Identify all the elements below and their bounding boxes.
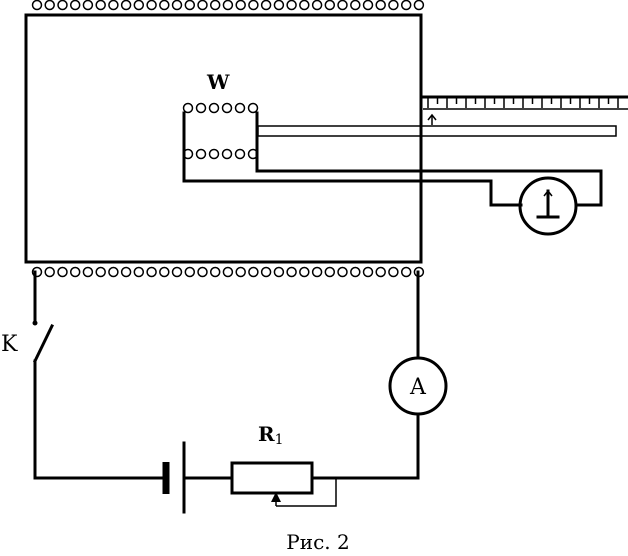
- winding-turn: [375, 0, 386, 11]
- winding-turn: [108, 0, 119, 11]
- winding-turn: [273, 0, 285, 11]
- wire-rheostat-ammeter: [310, 412, 420, 480]
- winding-turn: [209, 266, 221, 278]
- coil-turn: [234, 148, 246, 160]
- winding-turn: [209, 0, 221, 11]
- winding-turn: [311, 266, 323, 278]
- winding-turn: [222, 0, 234, 11]
- winding-turn: [171, 266, 183, 278]
- solenoid-frame: [24, 13, 423, 264]
- winding-turn: [248, 0, 259, 11]
- coil-label: W: [206, 70, 230, 94]
- winding-turn: [146, 0, 157, 11]
- winding-turn: [69, 0, 81, 11]
- winding-turn: [260, 266, 272, 278]
- winding-turn: [388, 0, 399, 11]
- winding-turn: [350, 266, 361, 278]
- winding-turn: [57, 0, 68, 11]
- winding-turn: [413, 0, 425, 11]
- winding-turn: [133, 0, 145, 11]
- winding-turn: [362, 266, 374, 278]
- coil-turn: [208, 148, 220, 160]
- winding-turn: [44, 0, 55, 11]
- winding-turn: [133, 266, 145, 278]
- figure-caption: Рис. 2: [286, 530, 349, 554]
- winding-turn: [197, 266, 208, 278]
- rheostat-icon: R1: [230, 422, 337, 507]
- winding-turn: [235, 0, 246, 11]
- winding-turn: [324, 266, 336, 278]
- coil-w: W: [182, 70, 259, 160]
- coil-turn: [221, 148, 233, 160]
- coil-turn: [208, 102, 220, 114]
- pointer-rod: [257, 125, 617, 137]
- winding-turn: [120, 0, 132, 11]
- winding-turn: [324, 0, 336, 11]
- winding-turn: [350, 0, 361, 11]
- coil-turn: [195, 148, 207, 160]
- ammeter-label: A: [409, 375, 427, 400]
- winding-turn: [184, 0, 196, 11]
- winding-turn: [286, 266, 297, 278]
- coil-turn: [182, 102, 194, 114]
- battery-icon: [162, 441, 186, 514]
- winding-turn: [171, 0, 183, 11]
- switch-icon: K: [1, 320, 55, 364]
- coil-turn: [195, 102, 207, 114]
- winding-turn: [235, 266, 246, 278]
- winding-turn: [197, 0, 208, 11]
- winding-turn: [400, 266, 412, 278]
- wire-left-lower: [33, 359, 164, 480]
- coil-turn: [234, 102, 246, 114]
- winding-turn: [260, 0, 272, 11]
- bottom-winding: [31, 266, 425, 278]
- ammeter-icon: A: [388, 356, 448, 416]
- winding-turn: [375, 266, 386, 278]
- winding-turn: [31, 0, 43, 11]
- winding-turn: [120, 266, 132, 278]
- galvanometer-wire-left: [182, 148, 523, 207]
- winding-turn: [146, 266, 157, 278]
- winding-turn: [286, 0, 297, 11]
- switch-label: K: [1, 332, 18, 357]
- winding-turn: [248, 266, 259, 278]
- winding-turn: [388, 266, 399, 278]
- winding-turn: [95, 0, 106, 11]
- galvanometer-wire-right: [255, 148, 603, 207]
- coil-turn: [221, 102, 233, 114]
- winding-turn: [44, 266, 55, 278]
- rheostat-label: R1: [258, 422, 284, 448]
- winding-turn: [95, 266, 106, 278]
- top-winding: [31, 0, 425, 11]
- winding-turn: [159, 266, 170, 278]
- winding-turn: [299, 266, 310, 278]
- winding-turn: [299, 0, 310, 11]
- ruler-scale: [421, 95, 628, 125]
- winding-turn: [222, 266, 234, 278]
- galvanometer-icon: [518, 176, 578, 236]
- winding-turn: [108, 266, 119, 278]
- winding-turn: [337, 0, 348, 11]
- winding-turn: [400, 0, 412, 11]
- winding-turn: [57, 266, 68, 278]
- winding-turn: [273, 266, 285, 278]
- winding-turn: [362, 0, 374, 11]
- winding-turn: [69, 266, 81, 278]
- winding-turn: [337, 266, 348, 278]
- winding-turn: [311, 0, 323, 11]
- coil-turn: [247, 102, 259, 114]
- winding-turn: [184, 266, 196, 278]
- winding-turn: [82, 0, 94, 11]
- winding-turn: [82, 266, 94, 278]
- winding-turn: [159, 0, 170, 11]
